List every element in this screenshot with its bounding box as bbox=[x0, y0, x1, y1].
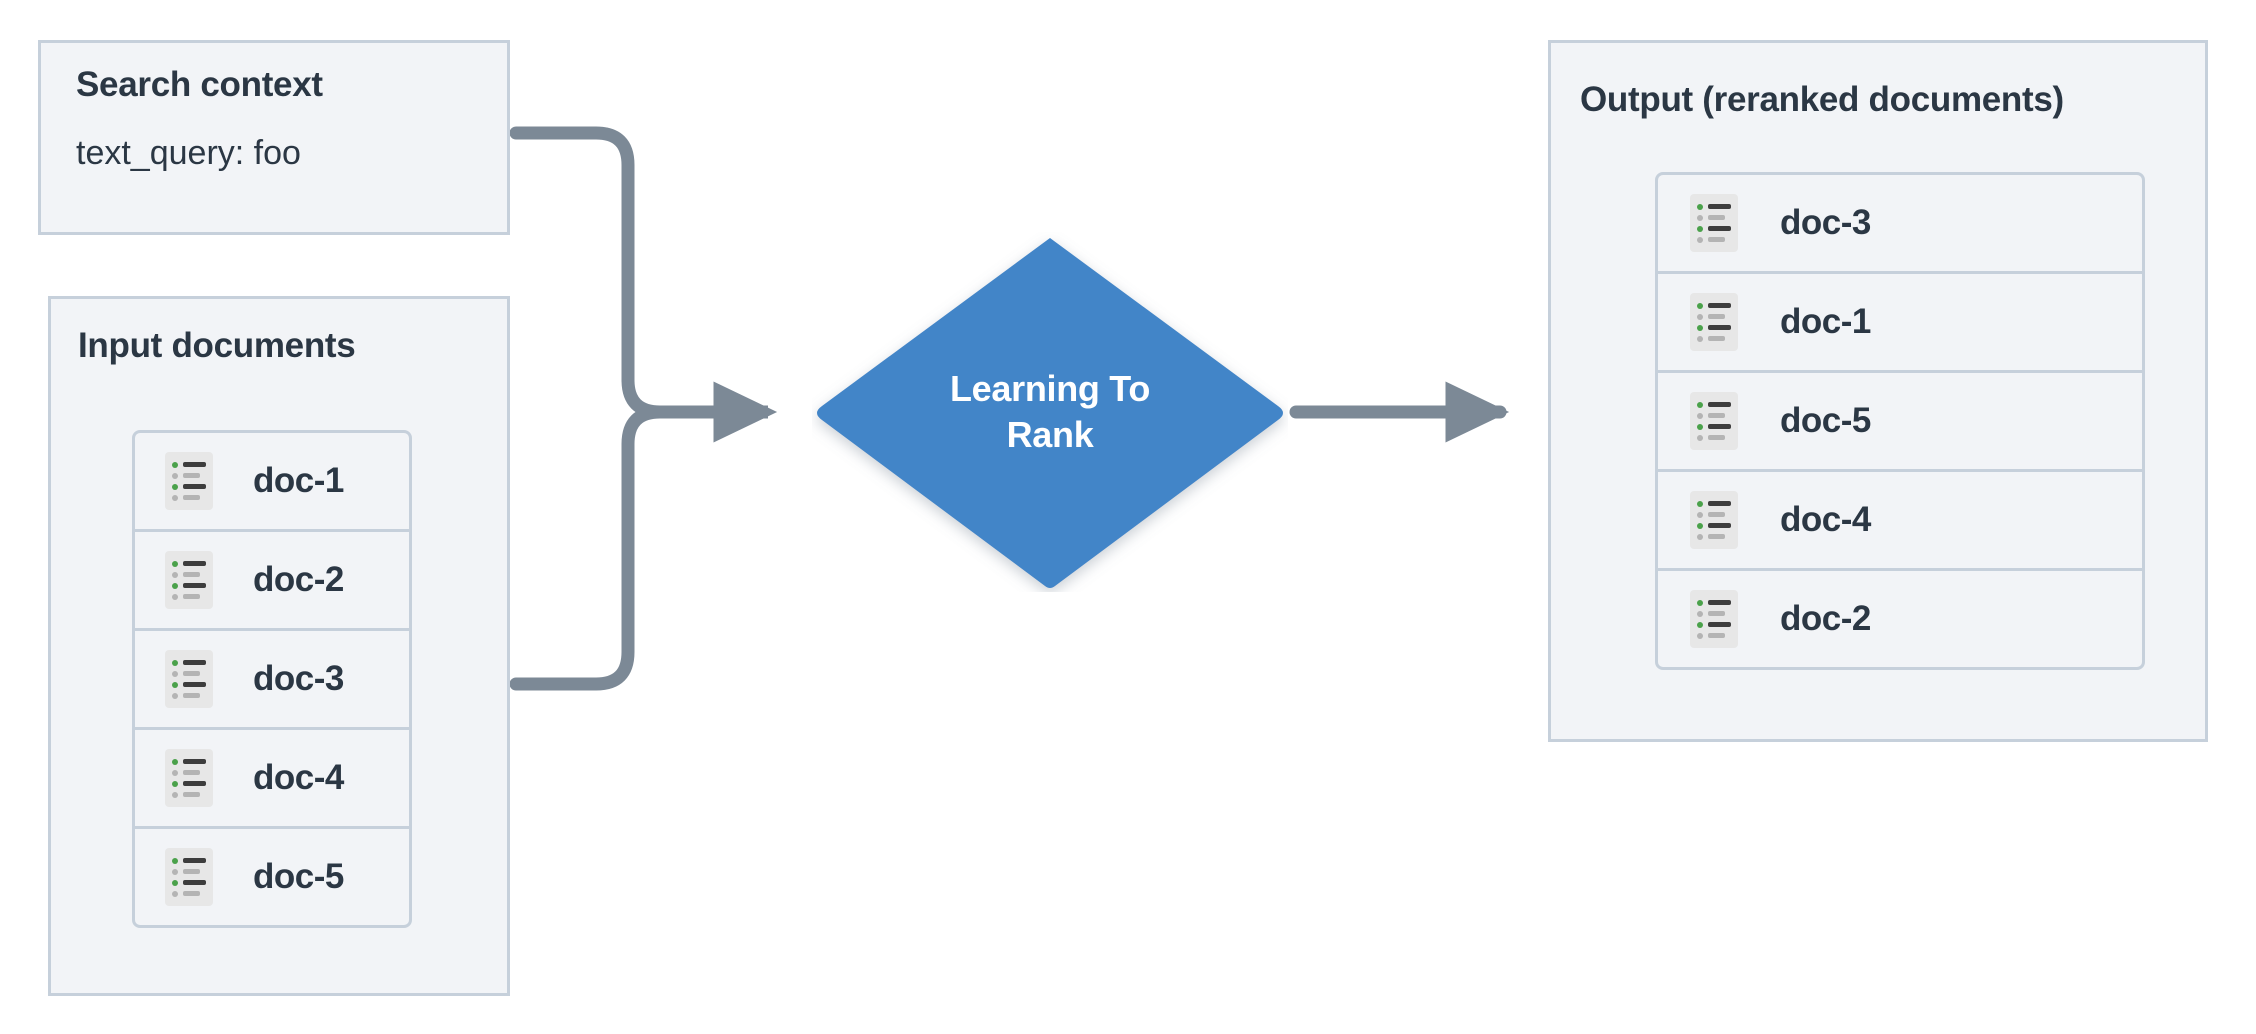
list-item[interactable]: doc-5 bbox=[1655, 370, 2145, 472]
list-item[interactable]: doc-5 bbox=[132, 826, 412, 928]
input-documents-list: doc-1 doc-2 doc-3 bbox=[132, 430, 412, 928]
list-item[interactable]: doc-1 bbox=[1655, 271, 2145, 373]
document-list-icon bbox=[1690, 491, 1738, 549]
output-title: Output (reranked documents) bbox=[1580, 80, 2064, 119]
list-item[interactable]: doc-2 bbox=[132, 529, 412, 631]
list-item-label: doc-5 bbox=[253, 857, 344, 896]
list-item[interactable]: doc-3 bbox=[1655, 172, 2145, 274]
input-documents-title: Input documents bbox=[78, 326, 356, 365]
list-item-label: doc-3 bbox=[253, 659, 344, 698]
list-item[interactable]: doc-1 bbox=[132, 430, 412, 532]
learning-to-rank-node[interactable]: Learning To Rank bbox=[812, 232, 1288, 592]
list-item[interactable]: doc-4 bbox=[1655, 469, 2145, 571]
document-list-icon bbox=[165, 749, 213, 807]
list-item-label: doc-5 bbox=[1780, 401, 1871, 440]
document-list-icon bbox=[1690, 293, 1738, 351]
list-item-label: doc-4 bbox=[1780, 500, 1871, 539]
output-documents-list: doc-3 doc-1 doc-5 bbox=[1655, 172, 2145, 670]
edge-search-context-to-ltr bbox=[509, 126, 749, 419]
list-item-label: doc-4 bbox=[253, 758, 344, 797]
document-list-icon bbox=[165, 848, 213, 906]
search-context-title: Search context bbox=[76, 65, 323, 104]
document-list-icon bbox=[1690, 194, 1738, 252]
list-item[interactable]: doc-2 bbox=[1655, 568, 2145, 670]
list-item-label: doc-2 bbox=[253, 560, 344, 599]
document-list-icon bbox=[165, 452, 213, 510]
diamond-shape bbox=[817, 238, 1283, 588]
document-list-icon bbox=[1690, 590, 1738, 648]
list-item-label: doc-1 bbox=[253, 461, 344, 500]
edge-input-documents-to-ltr bbox=[509, 405, 749, 691]
document-list-icon bbox=[165, 551, 213, 609]
list-item-label: doc-2 bbox=[1780, 599, 1871, 638]
document-list-icon bbox=[165, 650, 213, 708]
list-item-label: doc-1 bbox=[1780, 302, 1871, 341]
list-item[interactable]: doc-4 bbox=[132, 727, 412, 829]
search-context-panel bbox=[38, 40, 510, 235]
list-item-label: doc-3 bbox=[1780, 203, 1871, 242]
list-item[interactable]: doc-3 bbox=[132, 628, 412, 730]
search-context-query-text: text_query: foo bbox=[76, 134, 301, 172]
document-list-icon bbox=[1690, 392, 1738, 450]
